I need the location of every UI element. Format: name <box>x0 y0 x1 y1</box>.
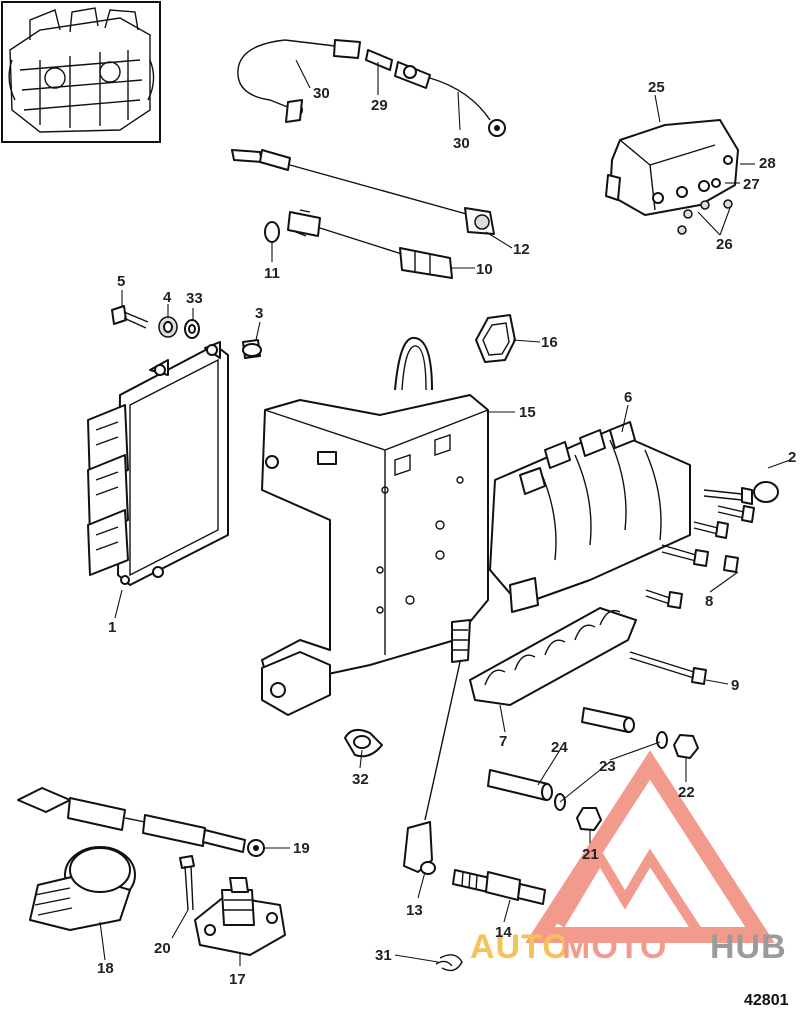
callout-8: 8 <box>705 593 713 610</box>
callout-18: 18 <box>97 960 114 977</box>
part-31-clip <box>435 954 463 972</box>
part-10-sensor <box>287 209 453 279</box>
callout-16: 16 <box>541 334 558 351</box>
callout-32: 32 <box>352 771 369 788</box>
part-7-boot-holder <box>469 607 637 706</box>
part-19-cable <box>17 787 265 857</box>
part-12-sensor-cable <box>231 149 495 235</box>
part-1-ecm <box>87 341 229 586</box>
parts-21-24-pins-nuts <box>487 707 699 831</box>
callout-13: 13 <box>406 902 423 919</box>
part-15-bracket <box>261 336 489 716</box>
callout-6: 6 <box>624 389 632 406</box>
callout-4: 4 <box>163 289 172 306</box>
part-14-spark-plug <box>452 869 546 905</box>
callout-30-right: 30 <box>453 135 470 152</box>
hardware-5-4-33-3 <box>111 305 262 359</box>
callout-30-top: 30 <box>313 85 330 102</box>
callout-27: 27 <box>743 176 760 193</box>
part-2-clamp-bolts-8 <box>645 481 779 609</box>
callout-14: 14 <box>495 924 512 941</box>
callout-19: 19 <box>293 840 310 857</box>
leader-lines <box>99 59 791 966</box>
part-17-sensor <box>194 877 286 956</box>
part-30-29-ground-wire <box>237 39 506 137</box>
callout-3: 3 <box>255 305 263 322</box>
callout-17: 17 <box>229 971 246 988</box>
engine-thumbnail <box>1 1 161 143</box>
callout-23: 23 <box>599 758 616 775</box>
callout-15: 15 <box>519 404 536 421</box>
callout-7: 7 <box>499 733 507 750</box>
callout-21: 21 <box>582 846 599 863</box>
callout-11: 11 <box>264 265 280 282</box>
watermark-text-moto: MOTO <box>562 928 667 966</box>
part-9-bolt <box>629 651 707 685</box>
watermark-logo: AUTO MOTO HUB <box>470 750 787 966</box>
callout-24: 24 <box>551 739 568 756</box>
callout-22: 22 <box>678 784 695 801</box>
callout-2: 2 <box>788 449 796 466</box>
callout-12: 12 <box>513 241 530 258</box>
part-20-bolt <box>179 855 195 911</box>
callout-10: 10 <box>476 261 493 278</box>
callout-labels: 1 2 3 4 5 6 7 8 9 10 11 12 13 14 15 16 1… <box>97 79 796 988</box>
figure-number: 42801 <box>744 992 789 1009</box>
callout-29: 29 <box>371 97 388 114</box>
part-25-module <box>605 119 739 235</box>
part-16-gasket <box>475 314 516 363</box>
watermark-text-auto: AUTO <box>470 928 570 966</box>
callout-26: 26 <box>716 236 733 253</box>
callout-1: 1 <box>108 619 116 636</box>
part-18-boot <box>29 846 136 931</box>
callout-28: 28 <box>759 155 776 172</box>
callout-5: 5 <box>117 273 125 290</box>
part-6-coil-pack <box>489 421 691 613</box>
callout-9: 9 <box>731 677 739 694</box>
callout-33: 33 <box>186 290 203 307</box>
callout-20: 20 <box>154 940 171 957</box>
watermark-text-hub: HUB <box>710 928 787 966</box>
callout-25: 25 <box>648 79 665 96</box>
part-11-o-ring <box>264 221 280 243</box>
callout-31: 31 <box>375 947 392 964</box>
part-32-clip <box>344 728 383 758</box>
part-13-plug-wire <box>403 619 471 875</box>
